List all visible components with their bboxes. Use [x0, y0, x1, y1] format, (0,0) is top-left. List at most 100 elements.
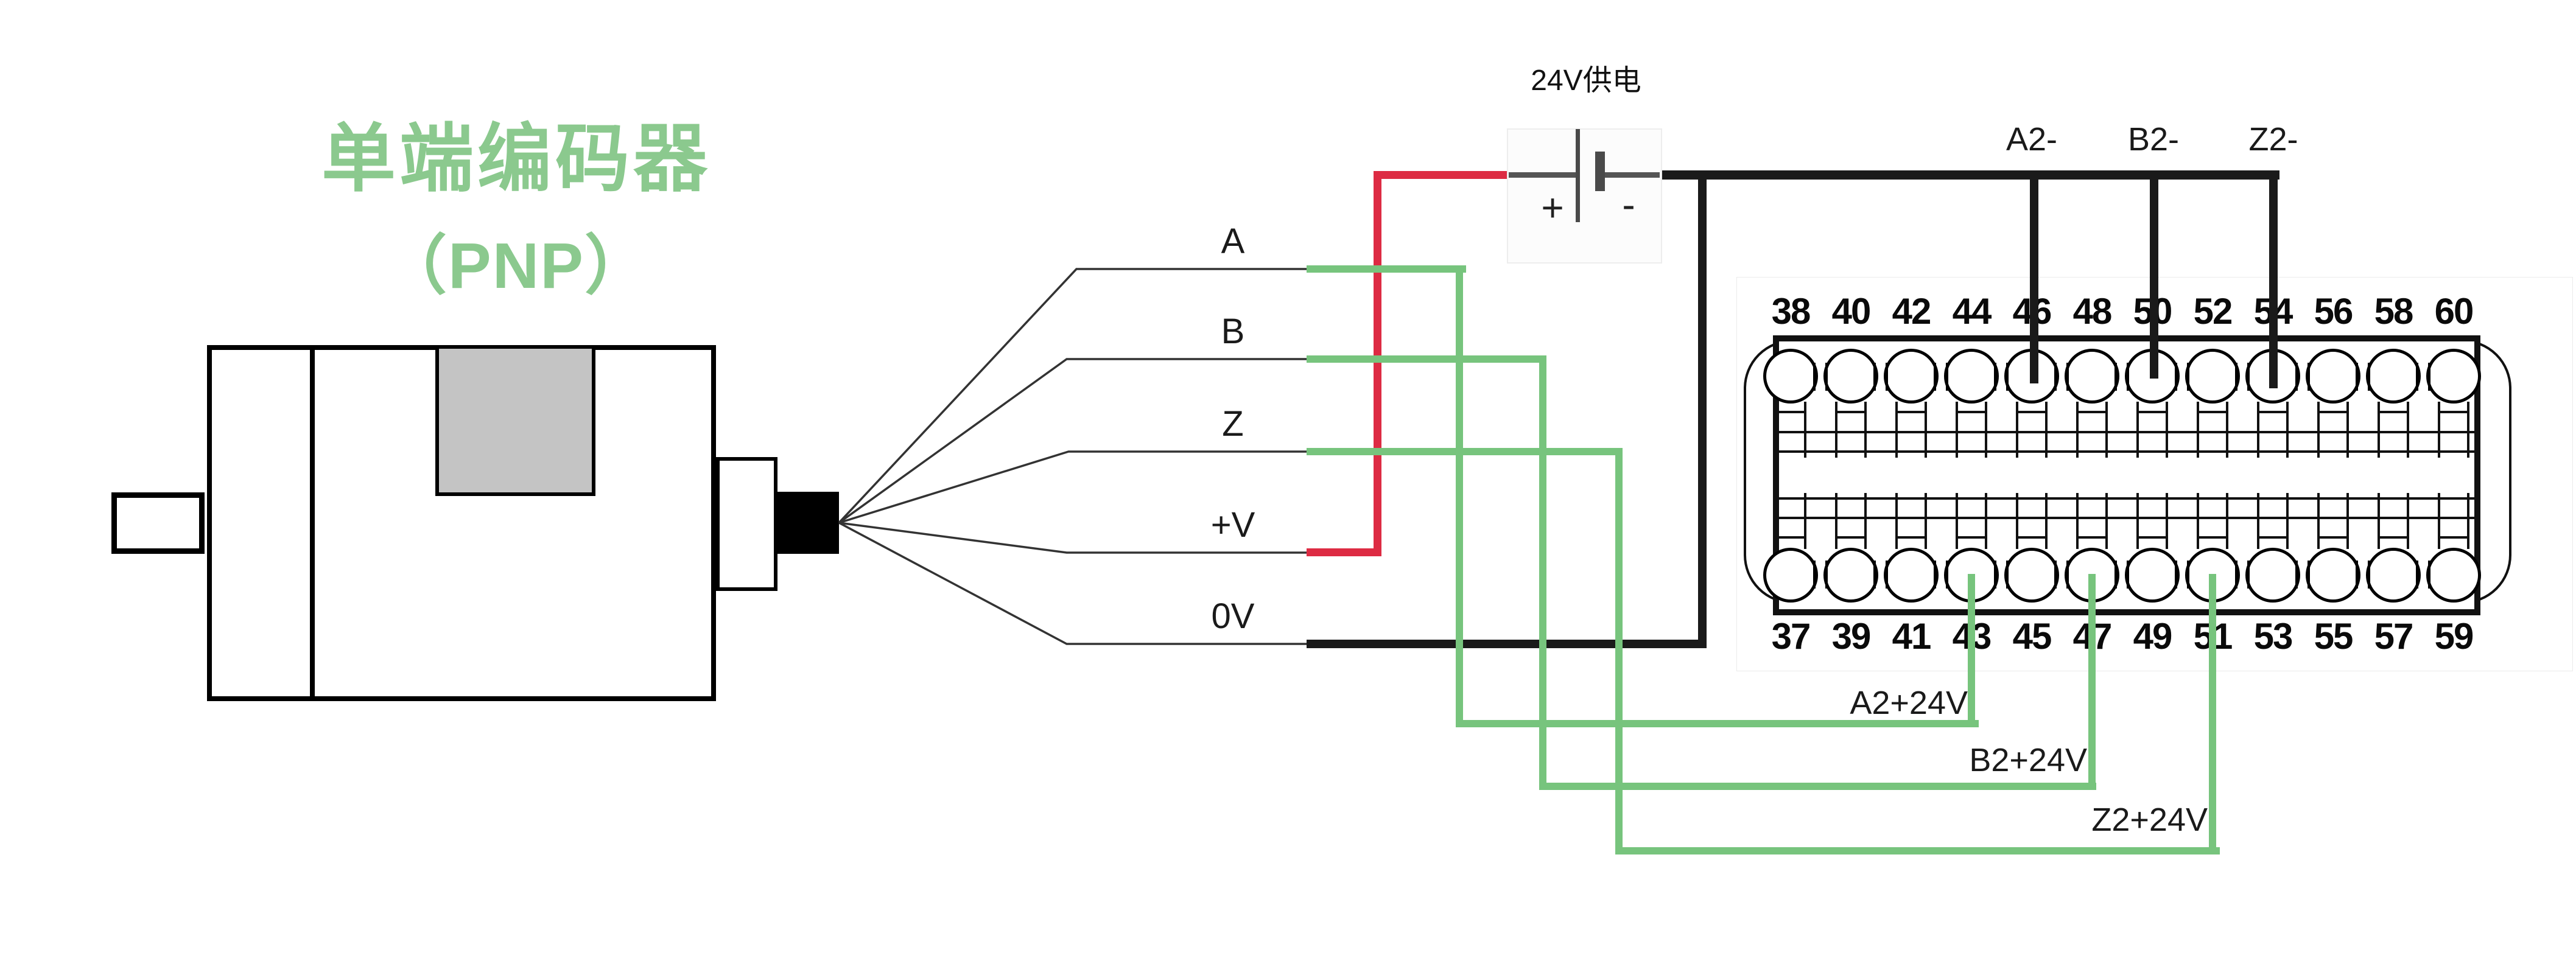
wire-minus-bus [1657, 170, 2279, 180]
socket-link [2356, 561, 2370, 589]
terminal-column: 38 37 [1760, 277, 1821, 673]
wire-z-to-terminal-51 [2209, 574, 2216, 854]
terminal-number-bottom: 55 [2314, 616, 2354, 657]
terminal-rail-line [1779, 497, 2474, 500]
wire-b-h2 [1539, 783, 2096, 790]
terminal-number-bottom: 37 [1771, 616, 1811, 657]
wire-z-h1 [1307, 448, 1623, 455]
socket-link [2416, 561, 2430, 589]
terminal-number-top: 48 [2072, 291, 2113, 332]
wire-b-h1 [1307, 355, 1546, 363]
terminal-column: 60 59 [2423, 277, 2484, 673]
socket-link [2114, 561, 2129, 589]
cable-connector [777, 492, 839, 554]
terminal-socket-top [2185, 349, 2240, 404]
wire-b-to-terminal-47 [2088, 574, 2096, 790]
terminal-socket-top [2306, 349, 2360, 404]
label-b2-plus24v: B2+24V [1969, 742, 2087, 778]
wire-z2-minus-drop [2269, 170, 2278, 388]
terminal-number-bottom: 53 [2253, 616, 2293, 657]
terminal-socket-top [2426, 349, 2481, 404]
socket-link [1994, 561, 2009, 589]
motor-shaft [111, 492, 205, 554]
socket-link [1994, 363, 2009, 391]
terminal-column: 40 39 [1820, 277, 1881, 673]
socket-link [2175, 561, 2189, 589]
terminal-column: 44 43 [1941, 277, 2002, 673]
label-a2-plus24v: A2+24V [1850, 685, 1968, 721]
socket-link [1873, 363, 1888, 391]
wire-a-h1 [1307, 265, 1466, 273]
socket-link [1934, 561, 1948, 589]
socket-link [2295, 363, 2310, 391]
battery-lead-negative [1605, 172, 1660, 178]
terminal-socket-top [1944, 349, 1999, 404]
terminal-number-bottom: 57 [2374, 616, 2414, 657]
terminal-number-bottom: 41 [1892, 616, 1932, 657]
wire-plus-v [1307, 548, 1381, 556]
power-supply-label: 24V供电 [1531, 65, 1641, 97]
terminal-socket-bottom [2306, 548, 2360, 603]
terminal-rail-line [1779, 431, 2474, 433]
wire-0v-riser [1698, 170, 1707, 648]
terminal-number-top: 60 [2434, 291, 2474, 332]
socket-link [2054, 363, 2069, 391]
label-z2-minus: Z2- [2248, 121, 2298, 158]
socket-link [2175, 363, 2189, 391]
wire-z-h2 [1615, 847, 2220, 854]
battery-lead-positive [1509, 172, 1577, 178]
terminal-rail-line [1779, 450, 2474, 453]
terminal-socket-top [2065, 349, 2119, 404]
wire-label-a: A [1221, 222, 1245, 261]
terminal-number-bottom: 39 [1831, 616, 1872, 657]
diagram-title: 单端编码器 [321, 117, 711, 200]
terminal-column: 48 47 [2062, 277, 2122, 673]
terminal-number-top: 40 [1831, 291, 1872, 332]
wire-b2-minus-drop [2150, 170, 2158, 379]
encoder-housing [435, 345, 595, 496]
terminal-socket-top [1763, 349, 1818, 404]
label-a2-minus: A2- [2006, 121, 2058, 158]
label-z2-plus24v: Z2+24V [2091, 802, 2208, 838]
terminal-number-bottom: 59 [2434, 616, 2474, 657]
wire-b-v1 [1539, 355, 1546, 790]
socket-link [1813, 561, 1828, 589]
terminal-number-top: 52 [2193, 291, 2233, 332]
terminal-column: 42 41 [1881, 277, 1942, 673]
wire-label-plus-v: +V [1210, 505, 1255, 545]
label-b2-minus: B2- [2127, 121, 2180, 158]
wire-0v [1307, 640, 1707, 648]
terminal-socket-bottom [1884, 548, 1939, 603]
battery-plus-sign: + [1541, 186, 1564, 229]
terminal-number-top: 44 [1952, 291, 1992, 332]
terminal-socket-bottom [1823, 548, 1878, 603]
connector-boss [716, 457, 777, 591]
terminal-number-bottom: 49 [2133, 616, 2173, 657]
diagram-subtitle: （PNP） [382, 230, 650, 302]
terminal-number-top: 56 [2314, 291, 2354, 332]
battery-plate-negative [1595, 152, 1605, 191]
socket-link [2356, 363, 2370, 391]
socket-link [2054, 561, 2069, 589]
socket-link [1813, 363, 1828, 391]
wire-a-to-terminal-43 [1968, 574, 1975, 727]
terminal-rail-line [1779, 517, 2474, 519]
wire-label-b: B [1221, 312, 1245, 351]
socket-link [2416, 363, 2430, 391]
wire-a-v1 [1456, 265, 1463, 727]
socket-link [2235, 561, 2250, 589]
motor-flange-line [310, 348, 315, 699]
terminal-socket-top [1823, 349, 1878, 404]
socket-link [1934, 363, 1948, 391]
socket-link [2114, 363, 2129, 391]
socket-link [2295, 561, 2310, 589]
terminal-column: 56 55 [2303, 277, 2364, 673]
wire-z-v1 [1615, 448, 1623, 854]
wire-a2-minus-drop [2030, 170, 2038, 383]
battery-minus-sign: - [1622, 183, 1635, 226]
wire-plus-v-riser [1374, 171, 1381, 556]
terminal-socket-bottom [2245, 548, 2300, 603]
battery-background [1507, 128, 1662, 264]
